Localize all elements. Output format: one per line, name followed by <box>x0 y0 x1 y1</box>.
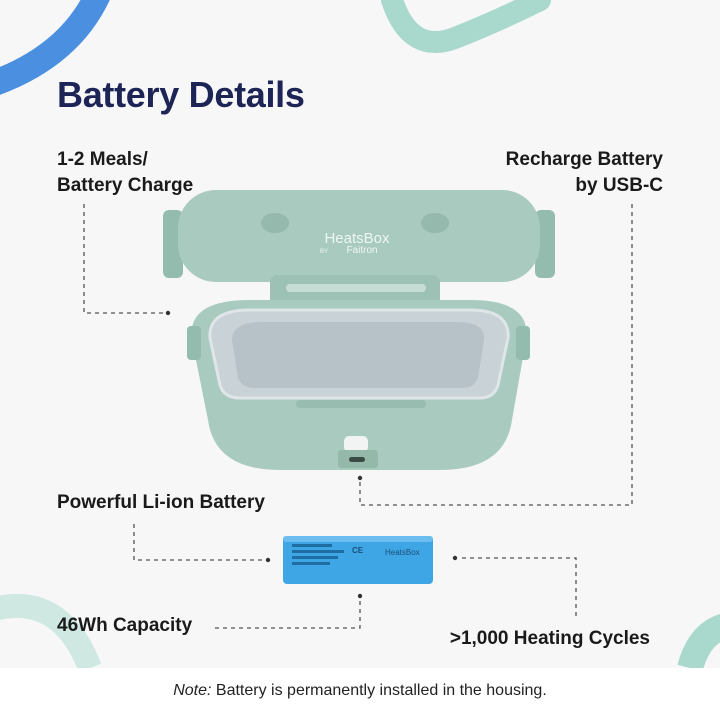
background-decor <box>0 0 720 668</box>
lid-brand-text: HeatsBox <box>324 230 390 247</box>
feature-recharge: Recharge Battery by USB-C <box>506 147 663 199</box>
feature-meals: 1-2 Meals/ Battery Charge <box>57 147 193 199</box>
leader-battery <box>133 524 268 561</box>
feature-capacity: 46Wh Capacity <box>57 615 193 636</box>
feature-meals-line2: Battery Charge <box>57 175 194 196</box>
feature-cycles: >1,000 Heating Cycles <box>449 628 650 649</box>
mint-heart-decor <box>381 0 551 53</box>
footnote-text: Battery is permanently installed in the … <box>211 682 547 699</box>
mint-corner-decor-left <box>0 594 102 668</box>
battery-pack: CE HeatsBox <box>283 536 433 584</box>
dot-meals <box>165 310 171 316</box>
dot-recharge <box>357 475 363 481</box>
feature-battery: Powerful Li-ion Battery <box>57 492 265 513</box>
footnote-label: Note: <box>173 682 212 699</box>
lid-maker-text: Faitron <box>346 245 377 256</box>
feature-recharge-line1: Recharge Battery <box>505 149 663 170</box>
product-canvas: Battery Details 1-2 Meals/ Battery Charg… <box>0 0 720 668</box>
mint-corner-decor-right <box>677 614 720 668</box>
blue-arc-decor <box>0 0 110 95</box>
lunchbox-lid: HeatsBox BY Faitron <box>163 190 555 315</box>
dot-battery <box>265 557 271 563</box>
feature-meals-line1: 1-2 Meals/ <box>57 149 148 170</box>
leader-meals <box>83 204 168 314</box>
lid-by-text: BY <box>320 249 328 255</box>
lunchbox-base <box>187 300 530 470</box>
feature-recharge-line2: by USB-C <box>575 175 663 196</box>
leader-capacity <box>215 596 361 629</box>
dot-capacity <box>357 593 363 599</box>
page-title: Battery Details <box>57 74 305 115</box>
footnote: Note: Battery is permanently installed i… <box>0 682 720 700</box>
leader-lines <box>83 204 633 629</box>
leader-recharge <box>359 204 633 506</box>
battery-cert-text: CE <box>352 546 364 555</box>
leader-cycles <box>462 557 577 616</box>
dot-cycles <box>452 555 458 561</box>
battery-brand-text: HeatsBox <box>385 548 420 557</box>
product-illustration: HeatsBox BY Faitron CE HeatsBox <box>83 190 633 629</box>
